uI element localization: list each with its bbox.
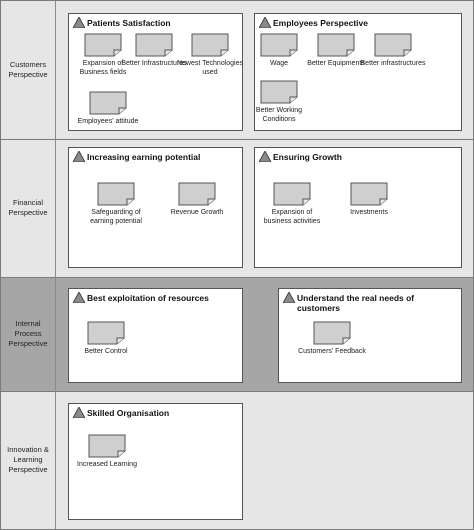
perspective-label-innovation: Innovation & Learning Perspective (7, 445, 49, 474)
document-icon (317, 33, 355, 57)
node-label: Investments (350, 209, 388, 216)
card-title: Best exploitation of resources (87, 293, 209, 303)
node-better-working-conditions: Better Working Conditions (244, 80, 314, 124)
document-icon (260, 80, 298, 104)
node-label: Expansion of Business fields (79, 60, 127, 76)
card-title: Increasing earning potential (87, 152, 201, 162)
document-icon (97, 182, 135, 206)
node-label: Wage (269, 60, 289, 67)
node-label: Revenue Growth (170, 209, 224, 216)
node-label: Employees' attitude (77, 118, 139, 125)
perspective-label-financial: Financial Perspective (8, 198, 48, 217)
node-label: Better Control (84, 348, 128, 355)
document-icon (88, 434, 126, 458)
node-wage: Wage (244, 33, 314, 68)
document-icon (260, 33, 298, 57)
triangle-icon (73, 151, 85, 162)
card-best-exploitation-resources: Best exploitation of resources Better Co… (68, 288, 243, 383)
perspective-label-internal: Internal Process Perspective (8, 319, 48, 348)
row-separator (1, 277, 473, 278)
node-label: Newest Technologies used (176, 60, 244, 76)
node-label: Better Equipments (307, 60, 365, 67)
card-increasing-earning-potential: Increasing earning potential Safeguardin… (68, 147, 243, 268)
card-employees-perspective: Employees Perspective Wage Better Equipm… (254, 13, 462, 131)
label-column-divider (55, 1, 56, 529)
node-better-infrastructures: Better Infrastructures (119, 33, 189, 68)
node-expansion-business-fields: Expansion of Business fields (68, 33, 138, 77)
triangle-icon (259, 17, 271, 28)
card-ensuring-growth: Ensuring Growth Expansion of business ac… (254, 147, 462, 268)
document-icon (273, 182, 311, 206)
node-label: Expansion of business activities (263, 209, 321, 225)
document-icon (84, 33, 122, 57)
node-investments: Investments (334, 182, 404, 217)
card-title: Understand the real needs of customers (297, 293, 415, 313)
document-icon (87, 321, 125, 345)
card-title: Skilled Organisation (87, 408, 170, 418)
perspective-label-customers: Customers Perspective (8, 60, 48, 79)
node-label: Customers' Feedback (298, 348, 366, 355)
node-label: Better Infrastructures (121, 60, 187, 67)
node-better-equipments: Better Equipments (301, 33, 371, 68)
document-icon (135, 33, 173, 57)
card-title: Employees Perspective (273, 18, 368, 28)
node-better-control: Better Control (71, 321, 141, 356)
card-patients-satisfaction: Patients Satisfaction Expansion of Busin… (68, 13, 243, 131)
document-icon (89, 91, 127, 115)
card-title: Patients Satisfaction (87, 18, 171, 28)
triangle-icon (73, 17, 85, 28)
node-safeguarding-earning: Safeguarding of earning potential (81, 182, 151, 226)
node-label: Better infrastructures (360, 60, 426, 67)
node-newest-technologies: Newest Technologies used (175, 33, 245, 77)
node-label: Better Working Conditions (255, 107, 303, 123)
node-employees-attitude: Employees' attitude (73, 91, 143, 126)
node-customers-feedback: Customers' Feedback (297, 321, 367, 356)
document-icon (191, 33, 229, 57)
card-skilled-organisation: Skilled Organisation Increased Learning (68, 403, 243, 520)
card-title: Ensuring Growth (273, 152, 342, 162)
card-understand-needs-customers: Understand the real needs of customers C… (278, 288, 462, 383)
triangle-icon (73, 292, 85, 303)
triangle-icon (283, 292, 295, 303)
node-label: Increased Learning (77, 461, 137, 468)
document-icon (350, 182, 388, 206)
triangle-icon (73, 407, 85, 418)
row-separator (1, 391, 473, 392)
node-revenue-growth: Revenue Growth (162, 182, 232, 217)
node-increased-learning: Increased Learning (72, 434, 142, 469)
document-icon (374, 33, 412, 57)
row-separator (1, 139, 473, 140)
node-expansion-business-activities: Expansion of business activities (257, 182, 327, 226)
node-label: Safeguarding of earning potential (90, 209, 142, 225)
node-better-infrastructures-emp: Better infrastructures (358, 33, 428, 68)
triangle-icon (259, 151, 271, 162)
document-icon (178, 182, 216, 206)
document-icon (313, 321, 351, 345)
